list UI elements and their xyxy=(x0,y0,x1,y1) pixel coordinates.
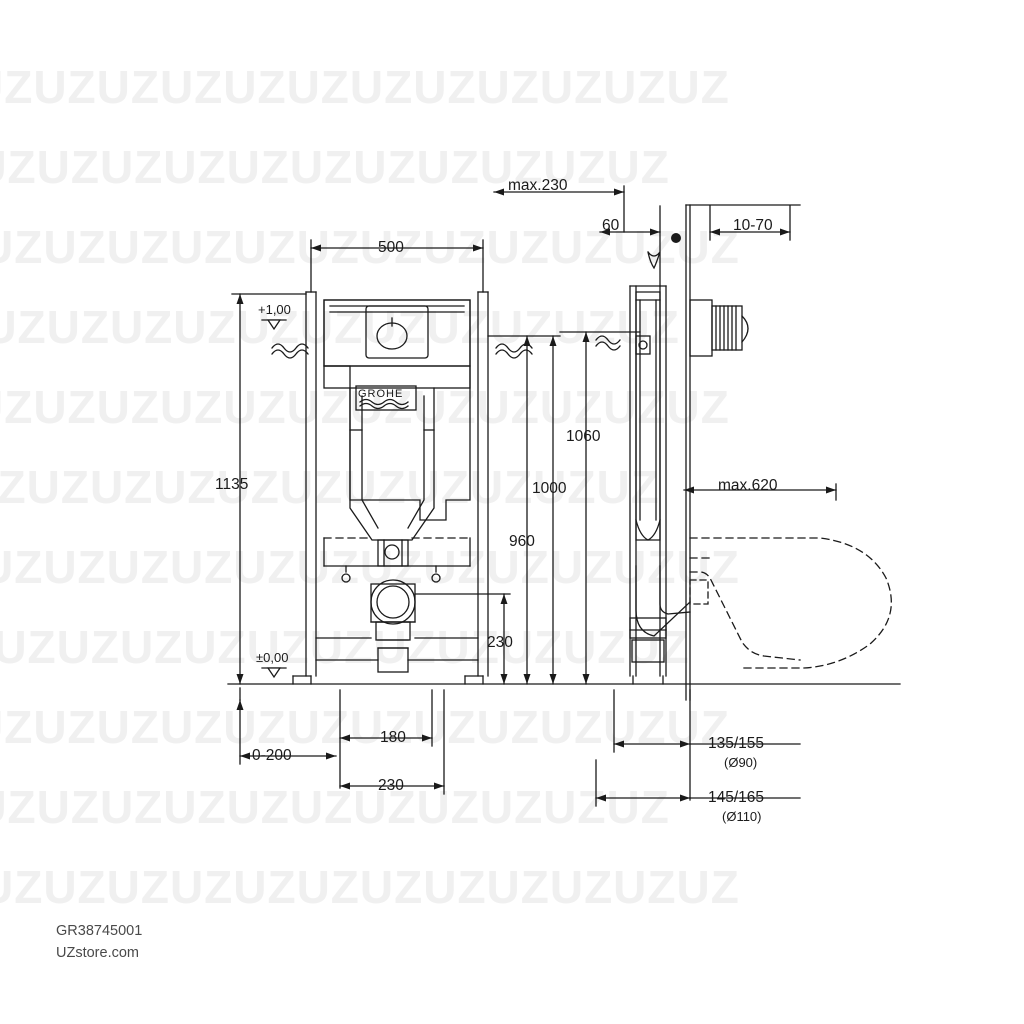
product-code: GR38745001 xyxy=(56,923,143,939)
site-name: UZstore.com xyxy=(56,945,139,962)
brand-logo-text: GROHE xyxy=(358,388,404,400)
dimension-label-60: 60 xyxy=(602,217,620,234)
level-label-zero: ±0,00 xyxy=(256,650,289,665)
dimension-label-960: 960 xyxy=(509,533,535,550)
dimension-label-0-200: 0-200 xyxy=(252,747,292,764)
dimension-label-1135: 1135 xyxy=(215,476,249,493)
dimension-label-max230: max.230 xyxy=(508,177,568,194)
level-label-top: +1,00 xyxy=(258,302,291,317)
dimension-label-230-vertical: 230 xyxy=(487,634,513,651)
dimension-label-180: 180 xyxy=(380,729,406,746)
dimension-label-230-bottom: 230 xyxy=(378,777,404,794)
dimension-label-500: 500 xyxy=(378,239,404,256)
dimension-note-d110: (Ø110) xyxy=(722,809,762,824)
dimension-note-d90: (Ø90) xyxy=(724,755,758,770)
dimension-label-1060: 1060 xyxy=(566,428,601,445)
dimension-label-max620: max.620 xyxy=(718,477,778,494)
dimension-label-10-70: 10-70 xyxy=(733,217,773,234)
dimension-label-135-155: 135/155 xyxy=(708,735,765,752)
footer-block: GR38745001 UZstore.com xyxy=(56,920,142,965)
dimension-label-145-165: 145/165 xyxy=(708,789,765,806)
dimension-label-1000: 1000 xyxy=(532,480,567,497)
